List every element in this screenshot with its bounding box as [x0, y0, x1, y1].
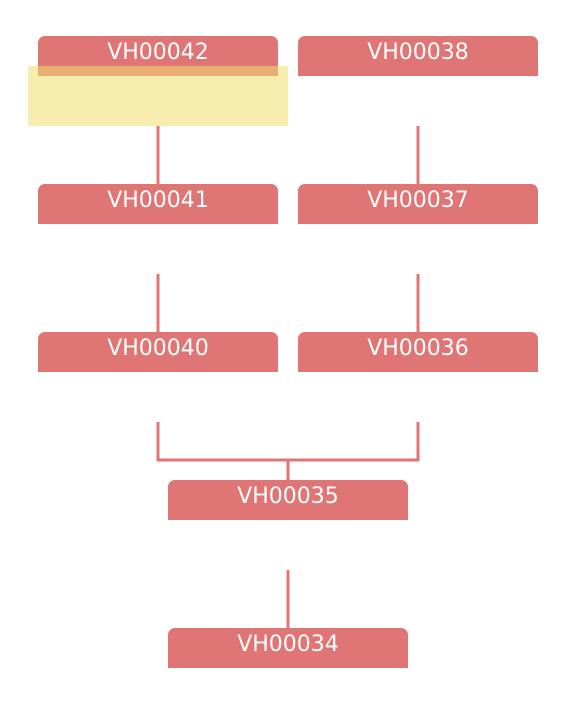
node-vh00036[interactable]: VH00036	[298, 332, 538, 372]
node-vh00040[interactable]: VH00040	[38, 332, 278, 372]
node-vh00042[interactable]: VH00042	[38, 36, 278, 76]
node-vh00034[interactable]: VH00034	[168, 628, 408, 668]
edge-merge-n40-n36-n35	[156, 422, 420, 462]
node-vh00035[interactable]: VH00035	[168, 480, 408, 520]
node-vh00038[interactable]: VH00038	[298, 36, 538, 76]
node-vh00041[interactable]: VH00041	[38, 184, 278, 224]
node-vh00037[interactable]: VH00037	[298, 184, 538, 224]
